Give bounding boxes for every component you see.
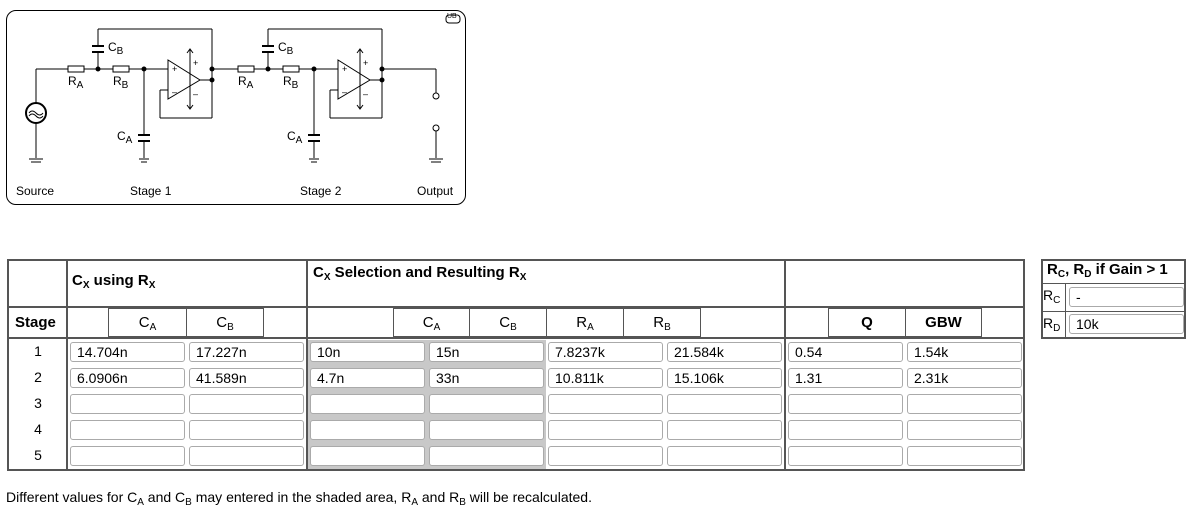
stage1-label: Stage 1	[130, 184, 172, 198]
col-header-gbw: GBW	[905, 308, 982, 337]
output-label: Output	[417, 184, 454, 198]
ca-input[interactable]	[70, 420, 185, 440]
sel-ca-input[interactable]: 10n	[310, 342, 425, 362]
col-header-ca: CA	[108, 308, 187, 337]
rb-input[interactable]: 15.106k	[667, 368, 782, 388]
ca-input[interactable]: 14.704n	[70, 342, 185, 362]
ub-badge: UB	[447, 13, 457, 20]
ca-label-2: CA	[287, 129, 303, 146]
rb-input[interactable]	[667, 420, 782, 440]
stage-header: Stage	[15, 314, 56, 331]
col-header-sel-cb: CB	[469, 308, 547, 337]
stage-number: 4	[34, 421, 42, 437]
sel-cb-input[interactable]	[429, 420, 544, 440]
stage-number: 2	[34, 369, 42, 385]
sel-cb-input[interactable]: 15n	[429, 342, 544, 362]
cb-input[interactable]	[189, 420, 304, 440]
svg-text:–: –	[172, 87, 177, 97]
group1-header: CX using RX	[72, 272, 156, 291]
q-input[interactable]: 1.31	[788, 368, 903, 388]
rb-label-2: RB	[283, 74, 299, 91]
ra-input[interactable]: 10.811k	[548, 368, 663, 388]
gbw-input[interactable]	[907, 446, 1022, 466]
q-input[interactable]	[788, 420, 903, 440]
svg-text:–: –	[193, 89, 198, 99]
sallen-key-schematic: + – + –	[25, 14, 461, 163]
cb-input[interactable]	[189, 446, 304, 466]
sel-ca-input[interactable]: 4.7n	[310, 368, 425, 388]
filter-table	[7, 259, 1025, 471]
col-header-q: Q	[828, 308, 906, 337]
sel-cb-input[interactable]	[429, 446, 544, 466]
group2-header: CX Selection and Resulting RX	[313, 264, 527, 283]
col-header-sel-ca: CA	[393, 308, 470, 337]
col-header-rb: RB	[623, 308, 701, 337]
ra-input[interactable]	[548, 420, 663, 440]
rc-label: RC	[1043, 287, 1061, 306]
circuit-diagram	[6, 10, 466, 205]
cb-label-2: CB	[278, 40, 294, 57]
rb-input[interactable]	[667, 394, 782, 414]
cb-input[interactable]: 17.227n	[189, 342, 304, 362]
sel-ca-input[interactable]	[310, 394, 425, 414]
q-input[interactable]	[788, 446, 903, 466]
footnote: Different values for CA and CB may enter…	[6, 489, 592, 508]
q-input[interactable]: 0.54	[788, 342, 903, 362]
source-label: Source	[16, 184, 55, 198]
stage-number: 3	[34, 395, 42, 411]
ca-input[interactable]	[70, 394, 185, 414]
rd-input[interactable]: 10k	[1069, 314, 1184, 334]
sel-ca-input[interactable]	[310, 446, 425, 466]
gain-resistors-panel	[1041, 259, 1186, 339]
rb-input[interactable]: 21.584k	[667, 342, 782, 362]
ca-input[interactable]: 6.0906n	[70, 368, 185, 388]
stage-number: 5	[34, 447, 42, 463]
ca-input[interactable]	[70, 446, 185, 466]
gbw-input[interactable]	[907, 420, 1022, 440]
col-header-cb: CB	[186, 308, 264, 337]
gbw-input[interactable]	[907, 394, 1022, 414]
ra-label-2: RA	[238, 74, 254, 91]
svg-text:+: +	[172, 64, 177, 74]
cb-input[interactable]: 41.589n	[189, 368, 304, 388]
gbw-input[interactable]: 1.54k	[907, 342, 1022, 362]
q-input[interactable]	[788, 394, 903, 414]
rb-label-1: RB	[113, 74, 129, 91]
sel-cb-input[interactable]: 33n	[429, 368, 544, 388]
ca-label-1: CA	[117, 129, 133, 146]
gbw-input[interactable]: 2.31k	[907, 368, 1022, 388]
sel-ca-input[interactable]	[310, 420, 425, 440]
rc-input[interactable]: -	[1069, 287, 1184, 307]
stage2-label: Stage 2	[300, 184, 342, 198]
cb-label-1: CB	[108, 40, 124, 57]
stage-number: 1	[34, 343, 42, 359]
rd-label: RD	[1043, 315, 1061, 334]
rb-input[interactable]	[667, 446, 782, 466]
ra-input[interactable]	[548, 394, 663, 414]
ra-input[interactable]: 7.8237k	[548, 342, 663, 362]
svg-text:+: +	[193, 58, 198, 68]
cb-input[interactable]	[189, 394, 304, 414]
ra-input[interactable]	[548, 446, 663, 466]
sel-cb-input[interactable]	[429, 394, 544, 414]
ra-label-1: RA	[68, 74, 84, 91]
col-header-ra: RA	[546, 308, 624, 337]
gain-panel-title: RC, RD if Gain > 1	[1047, 261, 1168, 280]
